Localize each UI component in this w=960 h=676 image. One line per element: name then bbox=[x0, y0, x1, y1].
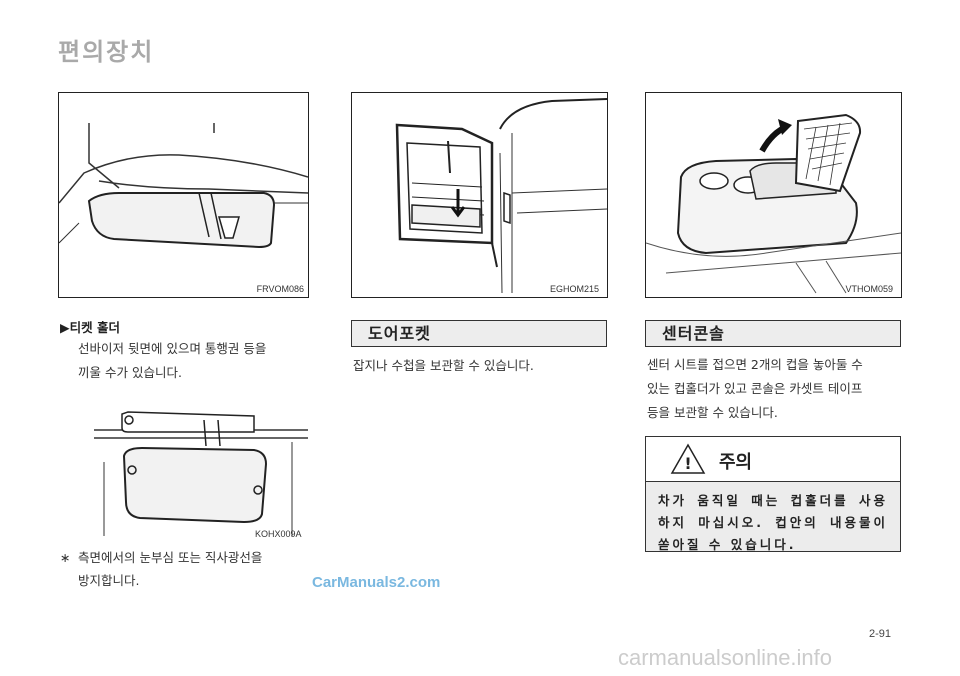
note-mark: ∗ bbox=[60, 550, 71, 565]
watermark-carmanualsonline[interactable]: carmanualsonline.info bbox=[618, 645, 833, 670]
caution-title: 주의 bbox=[719, 452, 753, 473]
figure-code: VTHOM059 bbox=[845, 284, 893, 294]
door-pocket-heading: 도어포켓 bbox=[351, 320, 607, 347]
note-text-2: 방지합니다. bbox=[78, 573, 140, 588]
ticket-holder-heading: ▶티켓 홀더 bbox=[60, 320, 120, 335]
figure-code: EGHOM215 bbox=[549, 284, 599, 294]
figure-code: FRVOM086 bbox=[256, 284, 304, 294]
caution-text-3: 쏟아질 수 있습니다. bbox=[658, 537, 797, 552]
center-console-illustration bbox=[646, 113, 901, 294]
figure2-code: KOHX009A bbox=[255, 529, 302, 539]
center-console-heading: 센터콘솔 bbox=[645, 320, 901, 347]
door-pocket-text: 잡지나 수첩을 보관할 수 있습니다. bbox=[353, 358, 534, 373]
warning-mark: ! bbox=[684, 454, 691, 473]
door-pocket-illustration bbox=[395, 98, 607, 294]
warning-triangle-icon: ! bbox=[670, 443, 706, 474]
ticket-holder-text-1: 선바이저 뒷면에 있으며 통행권 등을 bbox=[78, 341, 267, 356]
caution-text-1: 차가 움직일 때는 컵홀더를 사용 bbox=[658, 493, 888, 508]
caution-box: ! 주의 차가 움직일 때는 컵홀더를 사용 하지 마십시오. 컵안의 내용물이… bbox=[645, 436, 901, 552]
caution-body: 차가 움직일 때는 컵홀더를 사용 하지 마십시오. 컵안의 내용물이 쏟아질 … bbox=[646, 482, 900, 552]
page-title: 편의장치 bbox=[58, 38, 155, 66]
ticket-holder-illustration bbox=[94, 411, 308, 536]
sun-visor-illustration bbox=[59, 123, 308, 249]
center-console-figure: VTHOM059 bbox=[645, 92, 902, 298]
sun-visor-figure: FRVOM086 bbox=[58, 92, 309, 298]
center-console-text-3: 등을 보관할 수 있습니다. bbox=[647, 405, 778, 420]
ticket-holder-text-2: 끼울 수가 있습니다. bbox=[78, 365, 182, 380]
watermark-carmanuals2[interactable]: CarManuals2.com bbox=[312, 574, 441, 591]
door-pocket-figure: EGHOM215 bbox=[351, 92, 608, 298]
center-console-text-2: 있는 컵홀더가 있고 콘솔은 카셋트 테이프 bbox=[647, 381, 863, 396]
ticket-holder-figure bbox=[94, 402, 308, 536]
center-console-text-1: 센터 시트를 접으면 2개의 컵을 놓아둘 수 bbox=[647, 357, 863, 372]
note-text-1: 측면에서의 눈부심 또는 직사광선을 bbox=[78, 550, 263, 565]
caution-header: ! 주의 bbox=[646, 437, 900, 482]
page-number: 2-91 bbox=[869, 628, 892, 640]
caution-text-2: 하지 마십시오. 컵안의 내용물이 bbox=[658, 515, 888, 530]
